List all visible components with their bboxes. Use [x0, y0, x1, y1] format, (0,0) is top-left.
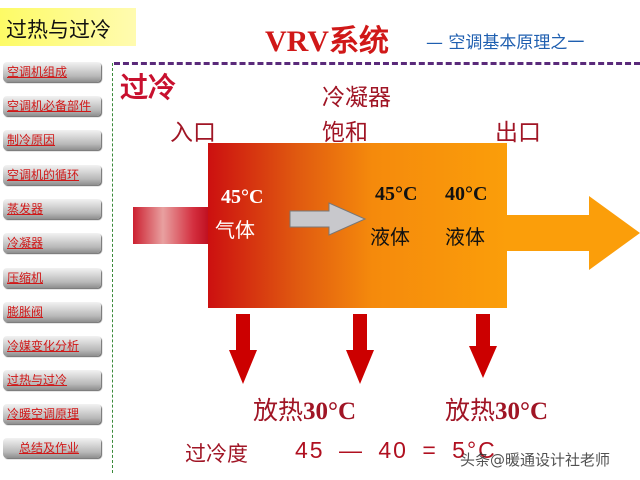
sidebar-item-components[interactable]: 空调机组成: [3, 62, 101, 82]
section-title: 过热与过冷: [6, 18, 111, 42]
inlet-label: 入口: [170, 120, 216, 146]
heat-arrow-icon: [229, 314, 257, 384]
subcool-label: 过冷度: [185, 442, 248, 466]
saturation-state: 液体: [370, 225, 410, 249]
outlet-state: 液体: [445, 225, 485, 249]
divider-vertical: [112, 63, 113, 473]
sidebar-item-refrigerant-analysis[interactable]: 冷媒变化分析: [3, 336, 101, 356]
condenser-box: [208, 143, 507, 308]
divider-horizontal: [114, 62, 640, 65]
inlet-state: 气体: [215, 218, 255, 242]
saturation-label: 饱和: [322, 120, 368, 146]
sidebar-item-expansion-valve[interactable]: 膨胀阀: [3, 302, 101, 322]
outlet-temp: 40°C: [445, 183, 488, 205]
sidebar-item-summary[interactable]: 总结及作业: [3, 438, 101, 458]
sidebar-item-superheat-subcool[interactable]: 过热与过冷: [3, 370, 101, 390]
heat-release-label-1: 放热30°C: [253, 391, 356, 427]
heat-release-value: 30°C: [303, 398, 357, 425]
outlet-label: 出口: [495, 120, 541, 146]
sidebar-item-condenser[interactable]: 冷凝器: [3, 233, 101, 253]
inlet-temp: 45°C: [221, 186, 264, 208]
saturation-temp: 45°C: [375, 183, 418, 205]
sidebar-item-compressor[interactable]: 压缩机: [3, 268, 101, 288]
flow-arrow-icon: [289, 202, 367, 236]
heat-release-value: 30°C: [495, 398, 549, 425]
outlet-arrow-icon: [507, 196, 640, 270]
sidebar-item-cooling-cause[interactable]: 制冷原因: [3, 130, 101, 150]
heat-release-text: 放热: [445, 396, 496, 425]
heat-arrow-icon: [469, 314, 497, 378]
subcool-formula: 45 — 40 = 5°C: [295, 437, 497, 463]
heat-arrow-icon: [346, 314, 374, 384]
diagram-heading: 过冷: [120, 71, 177, 104]
heat-release-label-2: 放热30°C: [445, 391, 548, 427]
main-title: VRV系统: [265, 25, 389, 58]
watermark: 头条@暖通设计社老师: [460, 451, 611, 469]
sidebar-item-required-parts[interactable]: 空调机必备部件: [3, 96, 101, 116]
sidebar-item-evaporator[interactable]: 蒸发器: [3, 199, 101, 219]
sidebar-item-cycle[interactable]: 空调机的循环: [3, 165, 101, 185]
inlet-pipe: [133, 207, 208, 244]
heat-release-text: 放热: [253, 396, 304, 425]
subtitle: — 空调基本原理之一: [426, 33, 585, 53]
condenser-label: 冷凝器: [322, 85, 391, 111]
section-title-box: 过热与过冷: [0, 8, 136, 46]
sidebar-item-heat-pump[interactable]: 冷暖空调原理: [3, 404, 101, 424]
